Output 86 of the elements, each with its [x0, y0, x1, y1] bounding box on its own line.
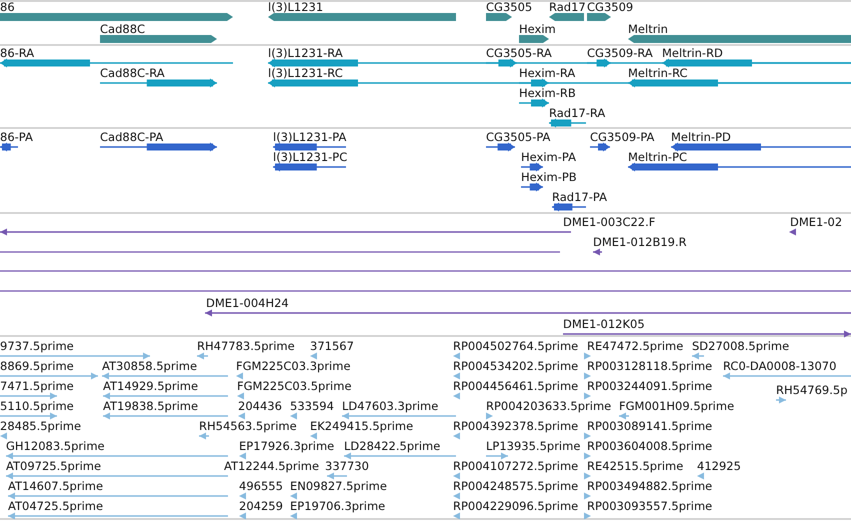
est-label: GH12083.5prime [6, 439, 105, 453]
est-label: EP17926.3prime [239, 439, 334, 453]
est-label: RP004107272.5prime [453, 459, 578, 473]
clone-label: DME1-003C22.F [563, 215, 656, 229]
feature-label: Hexim-RA [519, 66, 576, 80]
feature-label: CG3509-RA [587, 46, 653, 60]
feature-label: Meltrin-RC [628, 66, 688, 80]
est-label: 204436 [238, 399, 282, 413]
est-label: AT19838.5prime [103, 399, 198, 413]
est-label: 28485.5prime [0, 419, 82, 433]
est-label: 9737.5prime [0, 339, 74, 353]
feature-label: l(3)L1231-PC [273, 150, 348, 164]
feature-label: 86-PA [0, 130, 33, 144]
est-label: 337730 [325, 459, 369, 473]
est-label: RE42515.5prime [587, 459, 684, 473]
feature-label: l(3)L1231-RA [268, 46, 343, 60]
est-label: EN09827.5prime [290, 479, 387, 493]
est-label: RP004502764.5prime [453, 339, 578, 353]
feature-label: Cad88C [100, 22, 146, 36]
est-label: LD47603.3prime [342, 399, 438, 413]
est-label: RH54563.5prime [199, 419, 297, 433]
feature-label: Hexim-RB [519, 86, 576, 100]
est-label: AT14607.5prime [8, 479, 104, 493]
clone-label: DME1-012B19.R [593, 235, 687, 249]
est-label: RP004203633.5prime [486, 399, 612, 413]
est-label: 5110.5prime [0, 399, 74, 413]
est-label: FGM001H09.5prime [619, 399, 734, 413]
est-label: RP004392378.5prime [453, 419, 578, 433]
feature-label: l(3)L1231-PA [273, 130, 346, 144]
feature-label: l(3)L1231 [268, 0, 324, 14]
est-label: 8869.5prime [0, 359, 74, 373]
est-label: AT04725.5prime [8, 499, 104, 513]
est-label: LD28422.5prime [344, 439, 440, 453]
feature-label: Rad17-RA [549, 106, 606, 120]
est-label: RH54769.5p [776, 383, 848, 397]
feature-label: CG3509-PA [590, 130, 654, 144]
est-label: RP004534202.5prime [453, 359, 578, 373]
feature-label: Meltrin-RD [662, 46, 723, 60]
est-label: RC0-DA0008-13070 [723, 359, 836, 373]
est-label: RP003494882.5prime [587, 479, 712, 493]
feature-label: Rad17-PA [552, 190, 607, 204]
est-label: RH47783.5prime [197, 339, 295, 353]
est-label: RP004248575.5prime [453, 479, 578, 493]
feature-label: CG3509 [587, 0, 634, 14]
feature-label: Cad88C-RA [100, 66, 165, 80]
est-label: FGM225C03.5prime [237, 379, 352, 393]
est-label: AT12244.5prime [224, 459, 320, 473]
est-label: 7471.5prime [0, 379, 74, 393]
feature-label: CG3505 [486, 0, 532, 14]
clone-label: DME1-02 [790, 215, 842, 229]
feature-label: Meltrin-PD [671, 130, 731, 144]
est-label: FGM225C03.3prime [236, 359, 351, 373]
est-label: 533594 [290, 399, 334, 413]
est-label: EK249415.5prime [310, 419, 414, 433]
est-label: RP003089141.5prime [587, 419, 712, 433]
feature-label: CG3505-RA [486, 46, 552, 60]
feature-label: Hexim-PA [521, 150, 576, 164]
feature-label: Hexim [519, 22, 556, 36]
est-label: RP003244091.5prime [587, 379, 712, 393]
feature-label: Meltrin [628, 22, 668, 36]
est-label: LP13935.5prime [486, 439, 580, 453]
feature-label: Meltrin-PC [628, 150, 688, 164]
est-label: 412925 [697, 459, 741, 473]
est-label: EP19706.3prime [290, 499, 386, 513]
est-label: AT09725.5prime [6, 459, 102, 473]
feature-label: 86-RA [0, 46, 34, 60]
feature-label: Cad88C-PA [100, 130, 164, 144]
est-label: RE47472.5prime [587, 339, 684, 353]
est-label: 496555 [239, 479, 283, 493]
feature-label: l(3)L1231-RC [268, 66, 343, 80]
est-label: 204259 [239, 499, 283, 513]
est-label: AT14929.5prime [103, 379, 198, 393]
feature-label: CG3505-PA [486, 130, 550, 144]
clone-label: DME1-012K05 [563, 317, 645, 331]
est-label: AT30858.5prime [102, 359, 198, 373]
est-label: RP004456461.5prime [453, 379, 578, 393]
est-label: RP003604008.5prime [587, 439, 712, 453]
feature-label: Rad17 [549, 0, 586, 14]
est-label: 371567 [310, 339, 354, 353]
feature-label: Hexim-PB [521, 170, 577, 184]
feature-label: 86 [0, 0, 15, 14]
clone-label: DME1-004H24 [206, 296, 289, 310]
est-label: RP003128118.5prime [587, 359, 712, 373]
est-label: SD27008.5prime [692, 339, 790, 353]
est-label: RP003093557.5prime [587, 499, 712, 513]
est-label: RP004229096.5prime [453, 499, 578, 513]
